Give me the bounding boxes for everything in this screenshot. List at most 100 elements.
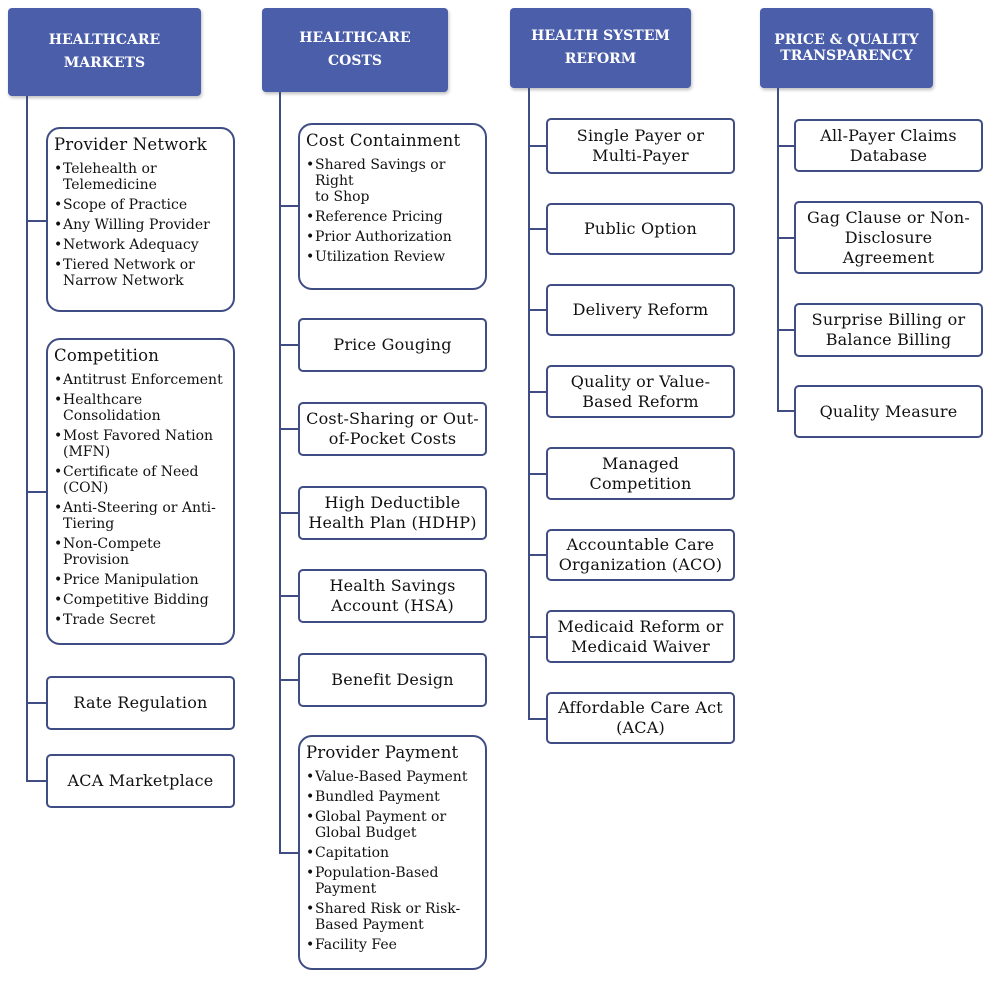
connector-branch [26,780,47,782]
cost-containment-box: Cost Containment Shared Savings or Right… [298,123,487,290]
connector-branch [528,309,547,311]
connector-branch [528,391,547,393]
connector-branch [279,428,299,430]
list-item: Global Payment or Global Budget [306,809,479,841]
connector-trunk [279,92,281,854]
transparency-item-box: All-Payer Claims Database [794,119,983,172]
header-price-quality-transparency: PRICE & QUALITY TRANSPARENCY [760,8,933,88]
box-label: Quality or Value- Based Reform [570,371,711,411]
provider-payment-box: Provider Payment Value-Based Payment Bun… [298,735,487,970]
box-label: All-Payer Claims Database [820,125,957,165]
aca-marketplace-box: ACA Marketplace [46,754,235,808]
list-item: Population-Based Payment [306,865,479,897]
connector-trunk [528,88,530,720]
list-item: Capitation [306,845,479,861]
list-item: Tiered Network or Narrow Network [54,257,227,289]
connector-trunk [777,88,779,412]
connector-branch [777,145,795,147]
list-item: Utilization Review [306,249,479,265]
connector-branch [279,512,299,514]
connector-branch [279,595,299,597]
header-label: HEALTHCARE MARKETS [48,32,161,71]
hsa-box: Health Savings Account (HSA) [298,569,487,623]
reform-item-box: Medicaid Reform or Medicaid Waiver [546,610,735,663]
box-label: Rate Regulation [73,693,208,712]
box-label: ACA Marketplace [67,771,214,790]
box-label: Surprise Billing or Balance Billing [811,310,966,349]
header-healthcare-costs: HEALTHCARE COSTS [262,8,448,92]
list-item: Value-Based Payment [306,769,479,785]
connector-branch [279,344,299,346]
benefit-design-box: Benefit Design [298,653,487,707]
connector-branch [26,220,47,222]
list-item: Telehealth or Telemedicine [54,161,227,193]
transparency-item-box: Gag Clause or Non- Disclosure Agreement [794,201,983,274]
list-item: Network Adequacy [54,237,227,253]
box-label: Accountable Care Organization (ACO) [558,535,723,574]
price-gouging-box: Price Gouging [298,318,487,372]
header-health-system-reform: HEALTH SYSTEM REFORM [510,8,691,88]
hdhp-box: High Deductible Health Plan (HDHP) [298,486,487,540]
provider-network-box: Provider Network Telehealth or Telemedic… [46,127,235,312]
header-healthcare-markets: HEALTHCARE MARKETS [8,8,201,96]
provider-payment-title: Provider Payment [306,743,459,762]
list-item: Price Manipulation [54,572,227,588]
header-label: HEALTHCARE COSTS [299,30,411,69]
box-label: Health Savings Account (HSA) [329,576,456,615]
list-item: Scope of Practice [54,197,227,213]
box-label: Medicaid Reform or Medicaid Waiver [557,616,724,656]
provider-network-title: Provider Network [54,135,207,154]
list-item: Any Willing Provider [54,217,227,233]
connector-branch [777,237,795,239]
list-item: Healthcare Consolidation [54,392,227,424]
list-item: Non-Compete Provision [54,536,227,568]
connector-branch [528,636,547,638]
cost-containment-title: Cost Containment [306,131,461,150]
connector-branch [777,329,795,331]
connector-branch [26,491,47,493]
box-label: Benefit Design [331,670,454,689]
box-label: Cost-Sharing or Out- of-Pocket Costs [306,409,479,448]
connector-branch [279,679,299,681]
header-label: PRICE & QUALITY TRANSPARENCY [774,32,919,64]
header-label: HEALTH SYSTEM REFORM [531,28,670,67]
box-label: Quality Measure [819,401,958,421]
reform-item-box: Quality or Value- Based Reform [546,365,735,418]
box-label: Delivery Reform [572,300,709,319]
list-item: Facility Fee [306,937,479,953]
box-label: Public Option [583,219,698,238]
box-label: Single Payer or Multi-Payer [576,126,705,165]
rate-regulation-box: Rate Regulation [46,676,235,730]
list-item: Reference Pricing [306,209,479,225]
connector-branch [279,205,299,207]
list-item: Prior Authorization [306,229,479,245]
connector-branch [279,852,299,854]
list-item: Competitive Bidding [54,592,227,608]
list-item: Certificate of Need (CON) [54,464,227,496]
competition-list: Antitrust Enforcement Healthcare Consoli… [54,372,227,628]
reform-item-box: Single Payer or Multi-Payer [546,118,735,174]
reform-item-box: Accountable Care Organization (ACO) [546,529,735,581]
connector-trunk [26,96,28,782]
cost-containment-list: Shared Savings or Right to Shop Referenc… [306,157,479,265]
provider-payment-list: Value-Based Payment Bundled Payment Glob… [306,769,479,953]
box-label: Affordable Care Act (ACA) [558,698,723,737]
provider-network-list: Telehealth or Telemedicine Scope of Prac… [54,161,227,289]
list-item: Most Favored Nation (MFN) [54,428,227,460]
reform-item-box: Delivery Reform [546,284,735,336]
transparency-item-box: Surprise Billing or Balance Billing [794,303,983,357]
competition-box: Competition Antitrust Enforcement Health… [46,338,235,645]
list-item: Shared Risk or Risk- Based Payment [306,901,479,933]
reform-item-box: Managed Competition [546,447,735,500]
connector-branch [528,228,547,230]
list-item: Shared Savings or Right to Shop [306,157,479,205]
transparency-item-box: Quality Measure [794,385,983,438]
connector-branch [26,702,47,704]
competition-title: Competition [54,346,160,365]
connector-branch [528,554,547,556]
list-item: Trade Secret [54,612,227,628]
connector-branch [528,473,547,475]
list-item: Bundled Payment [306,789,479,805]
reform-item-box: Public Option [546,203,735,255]
list-item: Anti-Steering or Anti- Tiering [54,500,227,532]
